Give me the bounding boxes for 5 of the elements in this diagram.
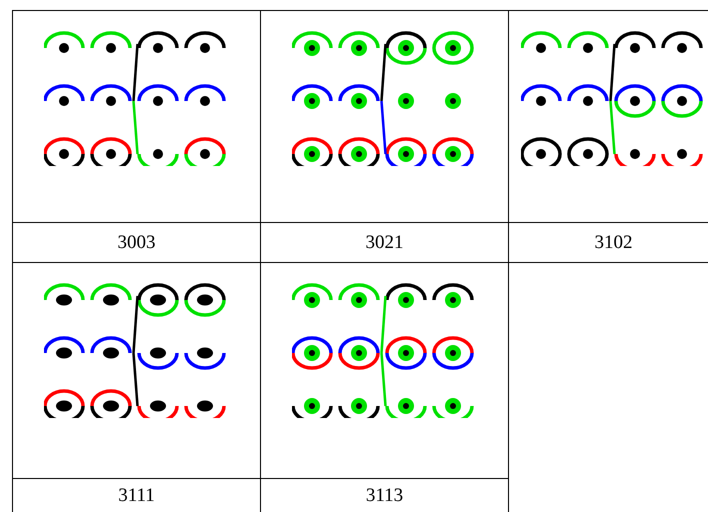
figure-number: 3021	[366, 232, 404, 254]
figure-number: 3113	[366, 485, 404, 507]
figure-number: 3111	[118, 485, 155, 507]
figure-number: 3003	[118, 232, 156, 254]
figure-number: 3102	[594, 232, 632, 254]
